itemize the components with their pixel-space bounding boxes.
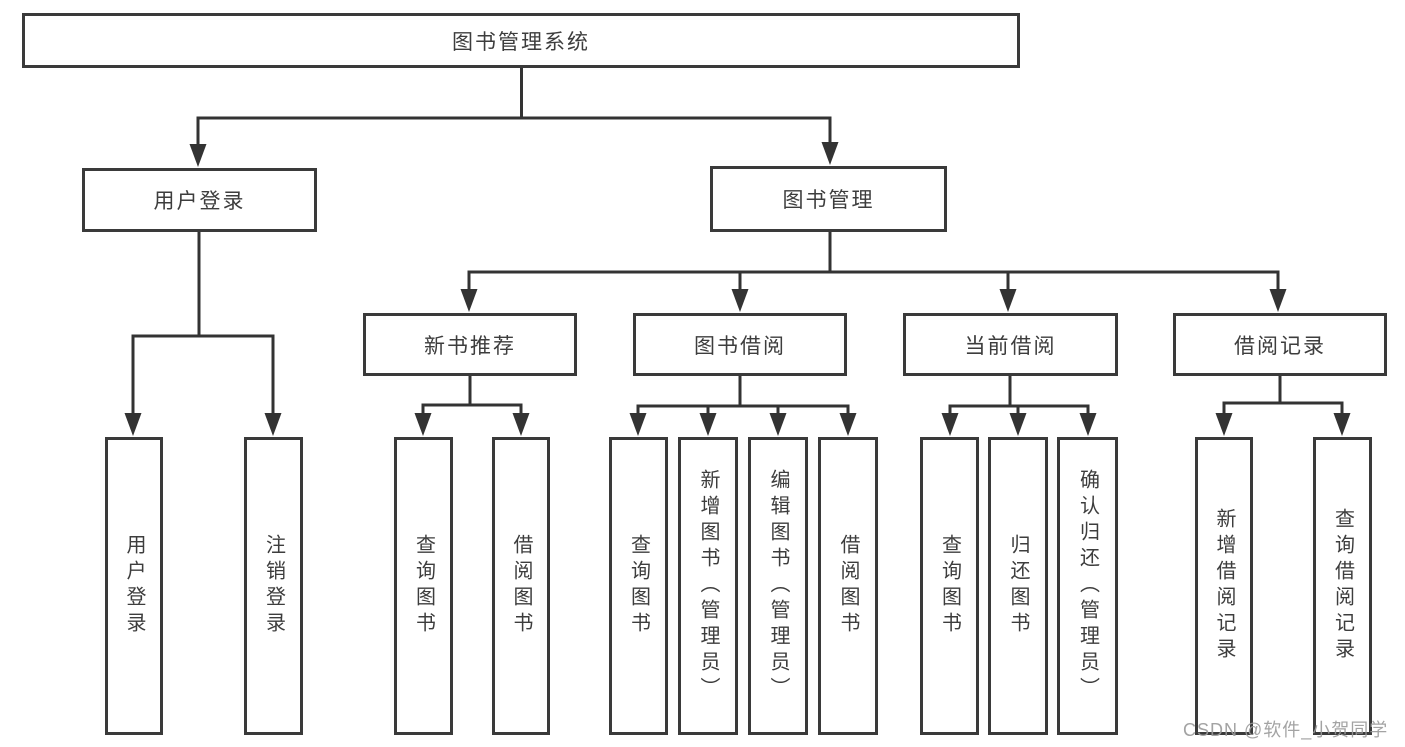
node-label: 借阅图书	[837, 534, 859, 638]
leaf-return-books: 归还图书	[988, 437, 1048, 735]
node-label: 确认归还（管理员）	[1076, 469, 1099, 703]
leaf-confirm-return-admin: 确认归还（管理员）	[1057, 437, 1118, 735]
node-label: 查询图书	[412, 534, 435, 638]
arrowhead-icon	[124, 413, 142, 436]
node-current-borrowing: 当前借阅	[903, 313, 1118, 376]
edge-root-to-level2	[196, 68, 832, 150]
leaf-borrow-books-recommend: 借阅图书	[492, 437, 550, 735]
node-label: 查询借阅记录	[1331, 508, 1354, 664]
node-label: 编辑图书（管理员）	[767, 469, 789, 703]
node-label: 图书管理系统	[452, 30, 590, 54]
arrowhead-icon	[1009, 413, 1027, 436]
node-label: 用户登录	[123, 534, 145, 638]
node-label: 借阅图书	[510, 534, 532, 638]
node-label: 注销登录	[262, 534, 285, 638]
edge-newbook-to-leaves	[421, 376, 523, 421]
leaf-query-books-current: 查询图书	[920, 437, 979, 735]
edge-records-to-leaves	[1222, 376, 1344, 421]
node-label: 新增图书（管理员）	[697, 469, 719, 703]
node-user-login: 用户登录	[82, 168, 317, 232]
arrowhead-icon	[1269, 289, 1287, 312]
node-label: 新增借阅记录	[1213, 508, 1235, 664]
arrowhead-icon	[414, 413, 432, 436]
arrowhead-icon	[999, 289, 1017, 312]
arrowhead-icon	[1333, 413, 1351, 436]
arrowhead-icon	[839, 413, 857, 436]
leaf-edit-books-admin: 编辑图书（管理员）	[748, 437, 808, 735]
arrowhead-icon	[1079, 413, 1097, 436]
node-label: 当前借阅	[964, 334, 1057, 358]
node-label: 归还图书	[1007, 534, 1029, 638]
arrowhead-icon	[731, 289, 749, 312]
arrowhead-icon	[769, 413, 787, 436]
arrowhead-icon	[189, 144, 207, 167]
leaf-query-books-recommend: 查询图书	[394, 437, 453, 735]
arrowhead-icon	[699, 413, 717, 436]
node-label: 图书借阅	[694, 334, 786, 358]
edge-borrow-to-leaves	[636, 376, 850, 421]
node-book-management: 图书管理	[710, 166, 947, 232]
node-borrowing-records: 借阅记录	[1173, 313, 1387, 376]
leaf-add-borrow-record: 新增借阅记录	[1195, 437, 1253, 735]
edge-userlogin-to-leaves	[131, 232, 275, 421]
leaf-add-books-admin: 新增图书（管理员）	[678, 437, 738, 735]
arrowhead-icon	[512, 413, 530, 436]
watermark: CSDN @软件_小贺同学	[1183, 720, 1389, 740]
edge-bookmgmt-to-level3	[467, 232, 1280, 298]
node-new-book-recommendation: 新书推荐	[363, 313, 577, 376]
node-label: 用户登录	[153, 190, 246, 213]
arrowheads	[124, 142, 1351, 436]
node-label: 图书管理	[782, 189, 875, 212]
node-label: 新书推荐	[424, 334, 516, 358]
arrowhead-icon	[264, 413, 282, 436]
arrowhead-icon	[821, 142, 839, 165]
leaf-user-login: 用户登录	[105, 437, 163, 735]
leaf-logout: 注销登录	[244, 437, 303, 735]
node-label: 查询图书	[938, 534, 961, 638]
node-label: 借阅记录	[1234, 334, 1326, 358]
node-library-management-system: 图书管理系统	[22, 13, 1020, 68]
node-label: 查询图书	[627, 534, 650, 638]
leaf-query-borrow-record: 查询借阅记录	[1313, 437, 1372, 735]
arrowhead-icon	[629, 413, 647, 436]
arrowhead-icon	[941, 413, 959, 436]
arrowhead-icon	[1215, 413, 1233, 436]
arrowhead-icon	[460, 289, 478, 312]
node-book-borrowing: 图书借阅	[633, 313, 847, 376]
leaf-query-books-borrow: 查询图书	[609, 437, 668, 735]
leaf-borrow-books: 借阅图书	[818, 437, 878, 735]
